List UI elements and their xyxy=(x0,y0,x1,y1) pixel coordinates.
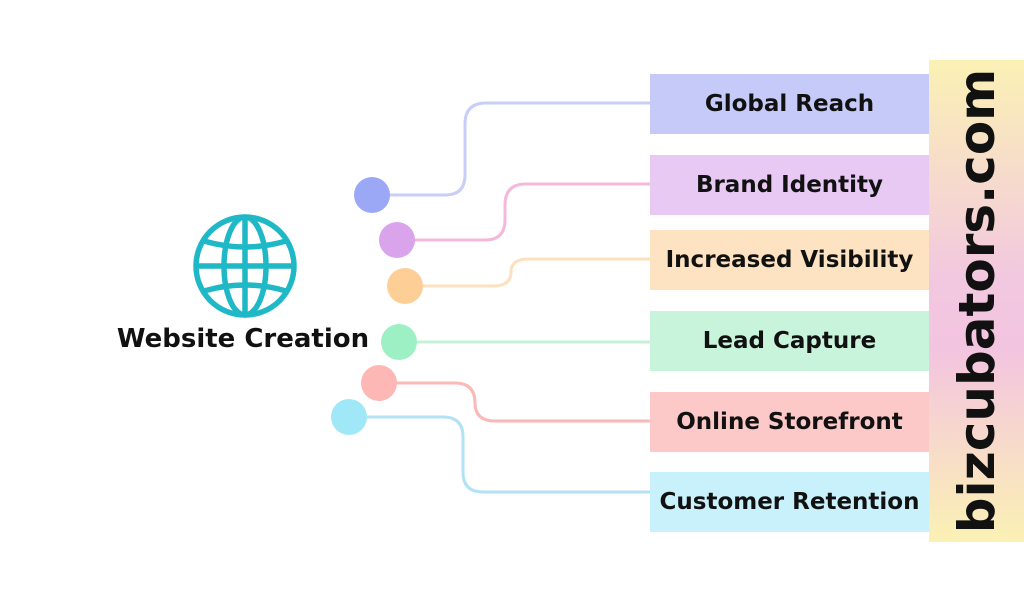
brand-strip: bizcubators.com xyxy=(929,60,1024,542)
branch-box-customer-retention: Customer Retention xyxy=(650,472,929,532)
connector-global-reach xyxy=(372,101,650,197)
connector-online-storefront xyxy=(379,381,650,423)
branch-box-brand-identity: Brand Identity xyxy=(650,155,929,215)
branch-dot-customer-retention xyxy=(331,399,367,435)
branch-box-global-reach: Global Reach xyxy=(650,74,929,134)
branch-dot-increased-visibility xyxy=(387,268,423,304)
branch-dot-brand-identity xyxy=(379,222,415,258)
branch-dot-lead-capture xyxy=(381,324,417,360)
branch-box-lead-capture: Lead Capture xyxy=(650,311,929,371)
connector-brand-identity xyxy=(397,182,650,242)
branch-box-increased-visibility: Increased Visibility xyxy=(650,230,929,290)
center-title: Website Creation xyxy=(116,324,370,354)
connector-customer-retention xyxy=(349,415,650,494)
brand-watermark: bizcubators.com xyxy=(947,68,1006,534)
connector-increased-visibility xyxy=(405,257,650,288)
branch-box-online-storefront: Online Storefront xyxy=(650,392,929,452)
globe-icon xyxy=(193,214,297,318)
branch-dot-online-storefront xyxy=(361,365,397,401)
branch-dot-global-reach xyxy=(354,177,390,213)
